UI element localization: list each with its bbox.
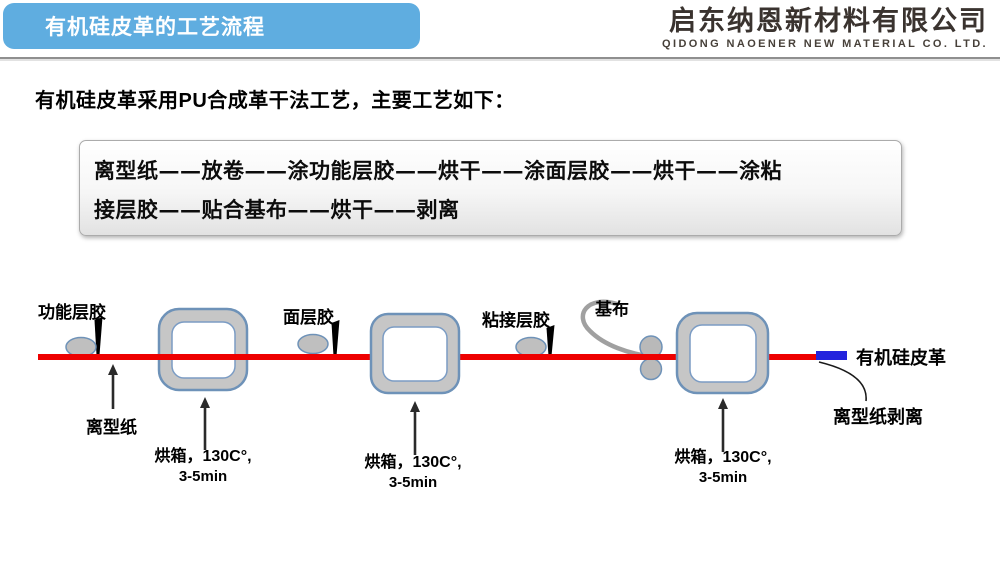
oven-3-shape: [675, 311, 770, 395]
intro-text: 有机硅皮革采用PU合成革干法工艺，主要工艺如下：: [35, 90, 515, 112]
oven-1-temp: 烘箱，130C°,: [154, 448, 252, 465]
coating-knife-icon-3: [546, 325, 555, 356]
oven-3-time: 3-5min: [698, 469, 748, 486]
glue-blob-2: [297, 333, 329, 355]
label-release-paper-peel: 离型纸剥离: [833, 407, 923, 427]
oven-1-label: 烘箱，130C°, 3-5min: [128, 447, 278, 486]
label-adhesive-layer-glue: 粘接层胶: [482, 311, 550, 330]
oven-3-arrow: [718, 398, 728, 452]
oven-3-temp: 烘箱，130C°,: [674, 449, 772, 466]
oven-1-shape: [157, 307, 249, 392]
label-release-paper: 离型纸: [86, 418, 137, 437]
process-flow-line-1: 离型纸——放卷——涂功能层胶——烘干——涂面层胶——烘干——涂粘: [94, 158, 782, 183]
oven-3-label: 烘箱，130C°, 3-5min: [648, 448, 798, 487]
label-silicone-leather: 有机硅皮革: [856, 348, 946, 368]
glue-blob-3: [515, 336, 547, 358]
product-segment: [816, 351, 847, 360]
oven-2-time: 3-5min: [388, 474, 438, 491]
process-flow-line-2: 接层胶——贴合基布——烘干——剥离: [94, 197, 460, 222]
slide-title-banner: 有机硅皮革的工艺流程: [3, 3, 420, 49]
label-functional-layer-glue: 功能层胶: [38, 303, 106, 322]
release-paper-arrow: [108, 364, 118, 409]
oven-2-arrow: [410, 401, 420, 455]
oven-2-temp: 烘箱，130C°,: [364, 454, 462, 471]
peel-callout-curve: [818, 361, 867, 402]
coating-knife-icon-2: [331, 320, 340, 356]
glue-blob-1: [65, 336, 97, 358]
fabric-feed-curve: [580, 299, 650, 359]
oven-2-label: 烘箱，130C°, 3-5min: [338, 453, 488, 492]
process-flow-box: 离型纸——放卷——涂功能层胶——烘干——涂面层胶——烘干——涂粘 接层胶——贴合…: [79, 140, 902, 236]
oven-1-time: 3-5min: [178, 468, 228, 485]
company-name-en: QIDONG NAOENER NEW MATERIAL CO. LTD.: [662, 38, 988, 50]
company-logo: 启东纳恩新材料有限公司 QIDONG NAOENER NEW MATERIAL …: [662, 6, 988, 50]
oven-1-arrow: [200, 397, 210, 450]
header-divider: [0, 57, 1000, 61]
label-face-layer-glue: 面层胶: [283, 308, 334, 327]
page-title: 有机硅皮革的工艺流程: [45, 16, 265, 39]
oven-2-shape: [369, 312, 461, 395]
company-name-cn: 启东纳恩新材料有限公司: [669, 6, 988, 36]
label-base-fabric: 基布: [595, 300, 629, 319]
